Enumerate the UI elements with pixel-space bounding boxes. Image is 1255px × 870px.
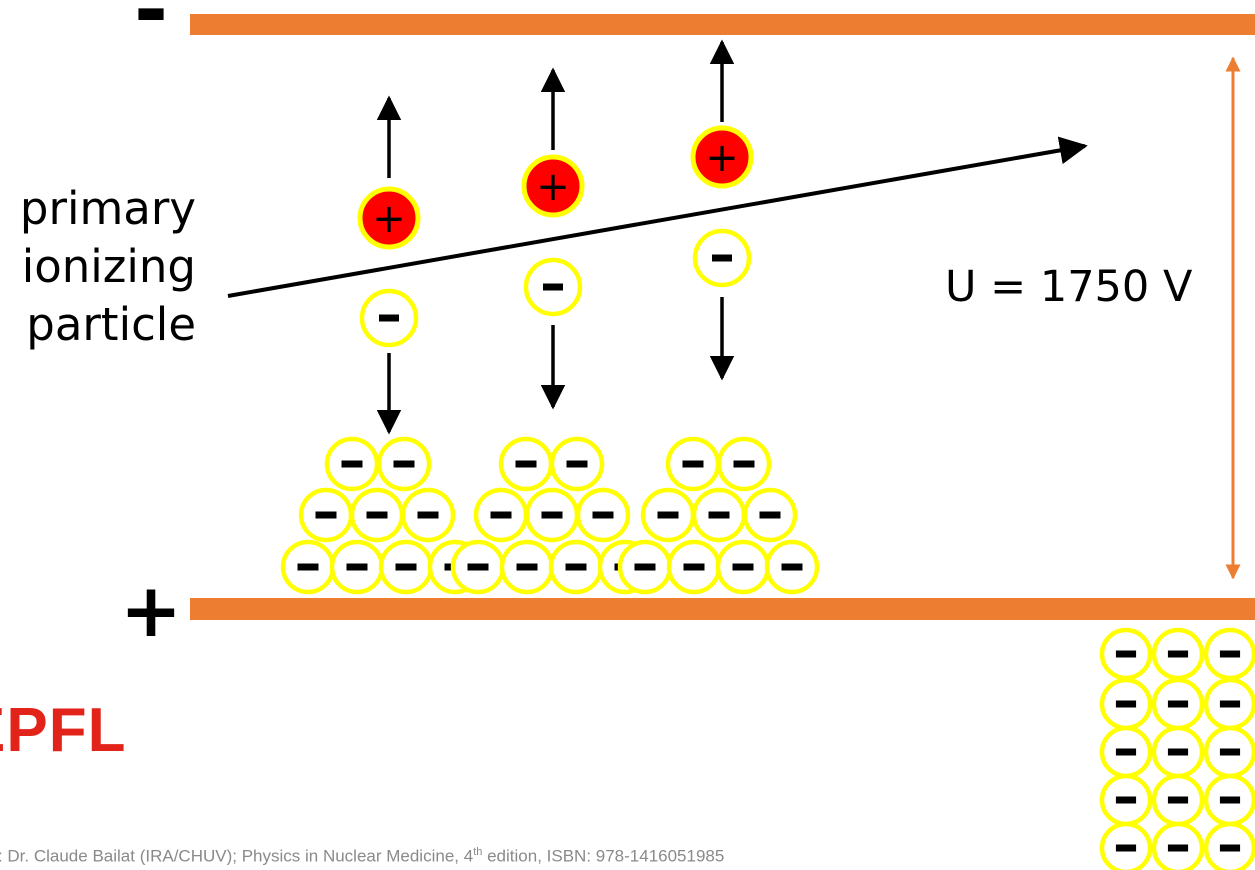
electron [1099,725,1153,779]
electron [1203,627,1255,681]
source-suffix: edition, ISBN: 978-1416051985 [482,846,725,866]
epfl-logo: EPFL [0,696,127,765]
electron [1203,773,1255,827]
electron [376,436,432,492]
electron-drift-arrows [376,297,735,435]
particle-label-line: primary [19,182,196,235]
electron [617,539,673,595]
electron [640,487,696,543]
voltage-label: U = 1750 V [945,262,1193,312]
electron [716,436,772,492]
positive-ions: + + + [357,125,754,250]
ion-sign: + [705,135,739,181]
particle-label-line: ionizing [21,240,196,293]
electron [378,539,434,595]
electron [298,487,354,543]
electron [1151,627,1205,681]
source-citation: ce: Dr. Claude Bailat (IRA/CHUV); Physic… [0,846,724,867]
source-sup: th [473,846,483,858]
electron [349,487,405,543]
primary-particle-label: primary ionizing particle [0,180,196,354]
electron [499,539,555,595]
electron [549,436,605,492]
ion-sign: + [372,196,406,242]
electron [280,539,336,595]
electron [1203,677,1255,731]
collected-electrons [1099,627,1255,870]
electron [524,487,580,543]
electron [450,539,506,595]
electron [1151,725,1205,779]
electron [473,487,529,543]
ion-drift-arrows [376,39,735,178]
electron [1203,725,1255,779]
electron [742,487,798,543]
anode-sign: + [120,568,183,654]
electron [575,487,631,543]
positive-ion: + [521,154,585,218]
electron [666,539,722,595]
electron [359,288,419,348]
electron [1151,773,1205,827]
electron [329,539,385,595]
particle-label-line: particle [26,298,196,351]
top-electrode [190,14,1255,35]
electron [691,487,747,543]
positive-ion: + [690,125,754,189]
avalanche-clusters [280,436,820,595]
electron [1099,677,1153,731]
electron [1203,821,1255,870]
electron [1099,773,1153,827]
electron [1099,627,1153,681]
cathode-sign: - [134,0,169,58]
primary-electrons [359,228,752,348]
electron [715,539,771,595]
electron [1151,821,1205,870]
electron [1151,677,1205,731]
ion-sign: + [536,164,570,210]
electron [764,539,820,595]
positive-ion: + [357,186,421,250]
electron [400,487,456,543]
electron [665,436,721,492]
electron [523,257,583,317]
electron [548,539,604,595]
particle-track [227,136,1088,298]
electron [692,228,752,288]
source-prefix: ce: Dr. Claude Bailat (IRA/CHUV); Physic… [0,846,474,866]
bottom-electrode [190,598,1255,620]
electron [1099,821,1153,870]
electron [324,436,380,492]
electron [498,436,554,492]
